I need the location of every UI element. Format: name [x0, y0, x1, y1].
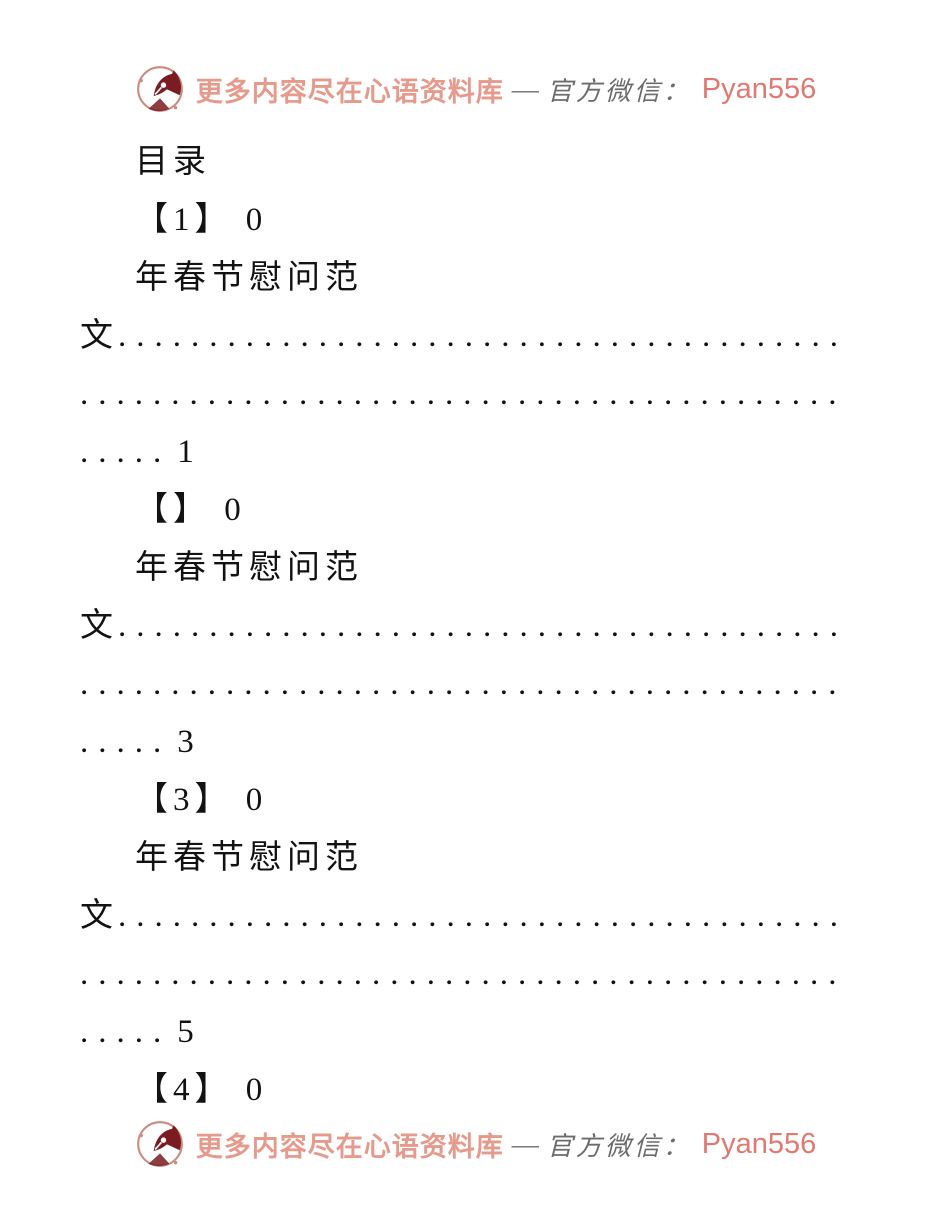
- toc-entry-2-number: 【】 0: [80, 481, 845, 539]
- toc-entry-1-page: .....1: [80, 423, 845, 481]
- wechat-label: 官方微信：: [546, 1131, 692, 1161]
- toc-line-text: 文: [80, 318, 118, 354]
- toc-entry-2-leader: ........................................…: [80, 655, 845, 713]
- toc-line-text: 【3】 0: [135, 782, 268, 818]
- dot-leader: ........................................…: [118, 318, 845, 354]
- toc-entry-3-title: 年春节慰问范: [80, 829, 845, 887]
- pen-logo-icon: [136, 1121, 183, 1167]
- dot-leader: ........................................…: [80, 376, 845, 412]
- toc-entry-4-number: 【4】 0: [80, 1061, 845, 1119]
- dot-leader: ........................................…: [80, 666, 845, 702]
- wechat-id: Pyan556: [701, 72, 817, 105]
- toc-entry-3-number: 【3】 0: [80, 771, 845, 829]
- wechat-label: 官方微信：: [546, 76, 692, 106]
- dot-leader: .....: [80, 724, 172, 760]
- toc-line-text: 年春节慰问范: [135, 840, 363, 876]
- dot-leader: ........................................…: [118, 898, 845, 934]
- dot-leader: ........................................…: [80, 956, 845, 992]
- toc-line-text: 文: [80, 898, 118, 934]
- page-number: 5: [177, 1014, 199, 1050]
- toc-entry-3-leader: 文.......................................…: [80, 887, 845, 945]
- brand-separator: —: [511, 73, 539, 104]
- toc-entry-2-page: .....3: [80, 713, 845, 771]
- page-number: 1: [177, 434, 199, 470]
- pen-logo-icon: [136, 66, 183, 112]
- toc-entry-1-number: 【1】 0: [80, 191, 845, 249]
- toc-line-text: 【4】 0: [135, 1072, 268, 1108]
- toc-entry-3-leader: ........................................…: [80, 945, 845, 1003]
- toc-line-text: 年春节慰问范: [135, 260, 363, 296]
- toc-line-text: 文: [80, 608, 118, 644]
- dot-leader: ........................................…: [118, 608, 845, 644]
- header-watermark: 更多内容尽在心语资料库 — 官方微信： Pyan556: [0, 58, 950, 120]
- toc-line-text: 【1】 0: [135, 202, 268, 238]
- toc-entry-1-title: 年春节慰问范: [80, 249, 845, 307]
- toc-line-text: 年春节慰问范: [135, 550, 363, 586]
- brand-text: 更多内容尽在心语资料库: [195, 76, 504, 107]
- toc-line-text: 【】 0: [135, 492, 246, 528]
- toc-content: 目录 【1】 0 年春节慰问范 文.......................…: [80, 133, 845, 1119]
- brand-separator: —: [511, 1128, 539, 1159]
- brand-text: 更多内容尽在心语资料库: [195, 1131, 504, 1162]
- toc-entry-1-leader: ........................................…: [80, 365, 845, 423]
- toc-entry-3-page: .....5: [80, 1003, 845, 1061]
- footer-watermark: 更多内容尽在心语资料库 — 官方微信： Pyan556: [0, 1113, 950, 1175]
- dot-leader: .....: [80, 1014, 172, 1050]
- wechat-id: Pyan556: [701, 1127, 817, 1160]
- toc-heading-text: 目录: [135, 144, 211, 180]
- toc-entry-2-leader: 文.......................................…: [80, 597, 845, 655]
- toc-entry-2-title: 年春节慰问范: [80, 539, 845, 597]
- page-number: 3: [177, 724, 199, 760]
- toc-entry-1-leader: 文.......................................…: [80, 307, 845, 365]
- toc-heading: 目录: [80, 133, 845, 191]
- dot-leader: .....: [80, 434, 172, 470]
